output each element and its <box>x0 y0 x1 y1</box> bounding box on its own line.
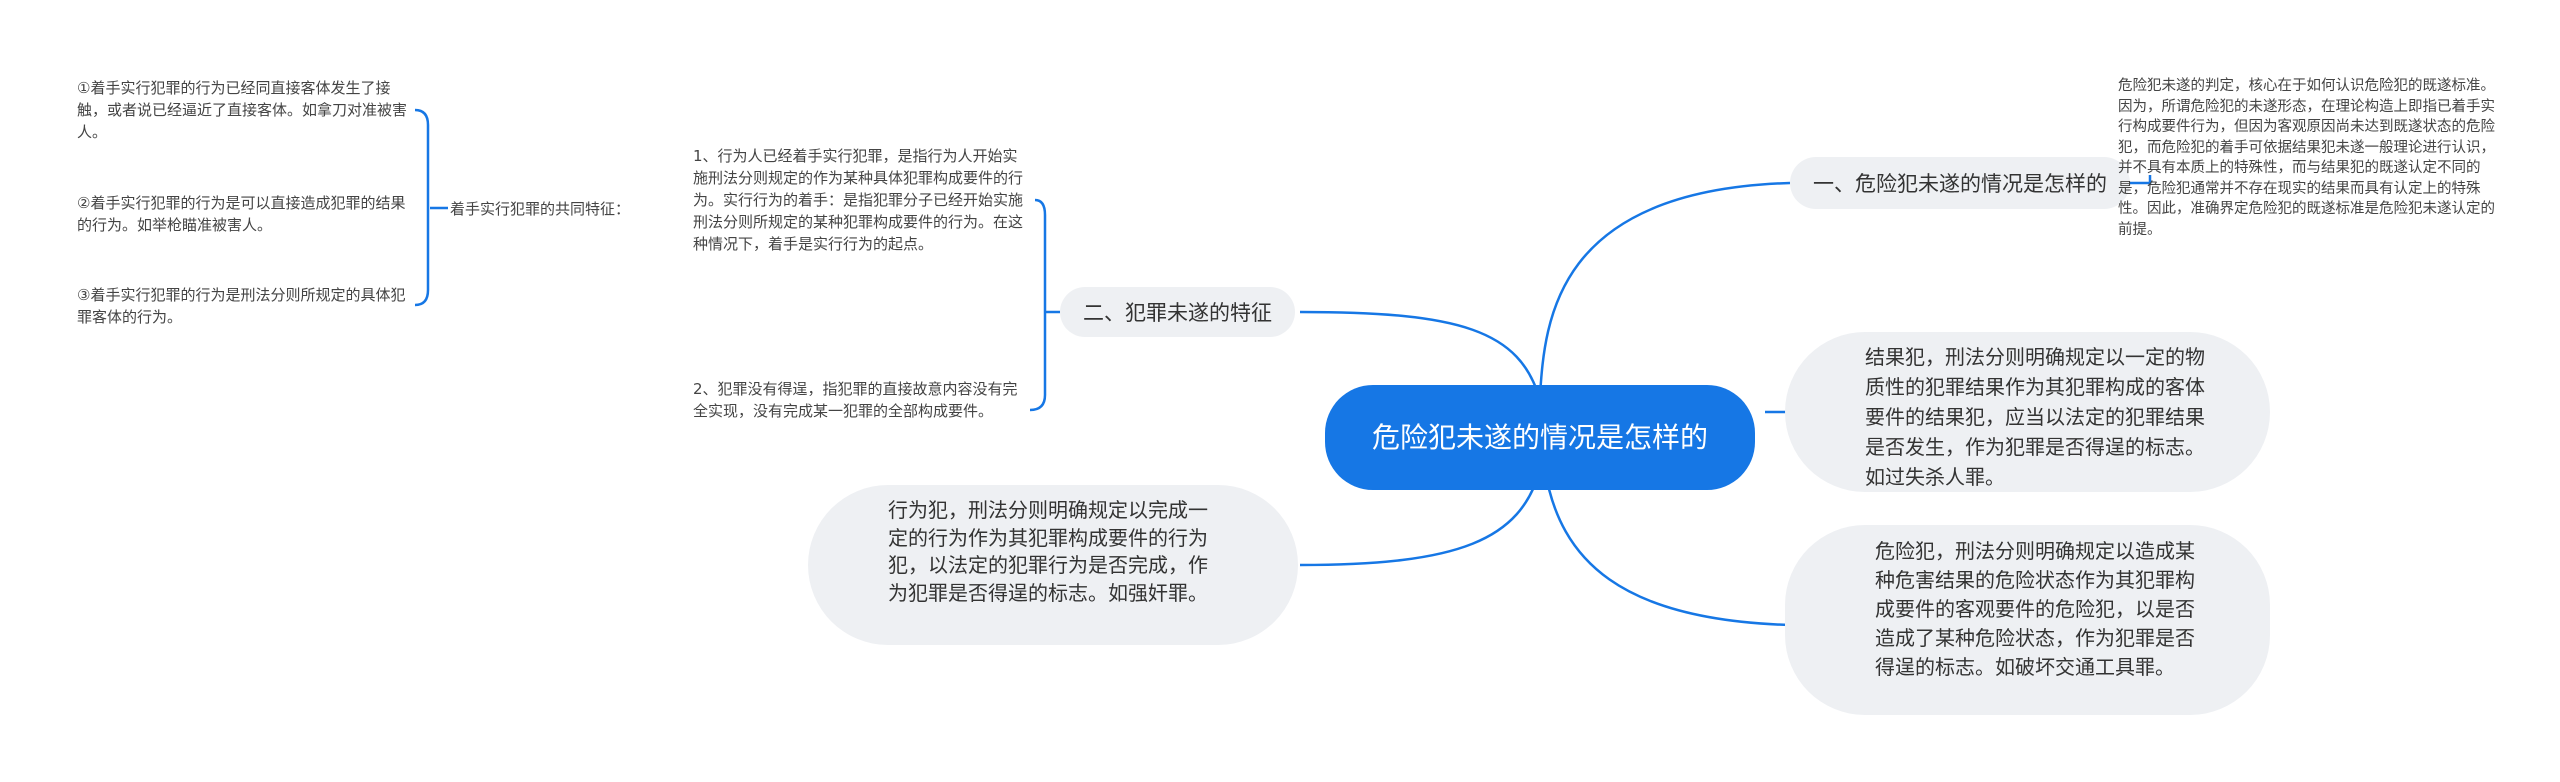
branch-1-label: 一、危险犯未遂的情况是怎样的 <box>1813 172 2107 196</box>
common-features-label: 着手实行犯罪的共同特征： <box>450 200 631 218</box>
conduct-crime-bubble: 行为犯，刑法分则明确规定以完成一定的行为作为其犯罪构成要件的行为犯，以法定的犯罪… <box>808 485 1298 645</box>
danger-crime-bubble: 危险犯，刑法分则明确规定以造成某种危害结果的危险状态作为其犯罪构成要件的客观要件… <box>1785 525 2270 715</box>
branch-1-detail: 危险犯未遂的判定，核心在于如何认识危险犯的既遂标准。因为，所谓危险犯的未遂形态，… <box>2118 78 2495 238</box>
feature-3: ③着手实行犯罪的行为是刑法分则所规定的具体犯罪客体的行为。 <box>77 286 406 326</box>
root-title: 危险犯未遂的情况是怎样的 <box>1371 420 1708 454</box>
branch-2-node[interactable]: 二、犯罪未遂的特征 <box>1060 287 1295 337</box>
branch-2-point-1: 1、行为人已经着手实行犯罪，是指行为人开始实施刑法分则规定的作为某种具体犯罪构成… <box>693 147 1024 253</box>
branch-2-point-2: 2、犯罪没有得逞，指犯罪的直接故意内容没有完全实现，没有完成某一犯罪的全部构成要… <box>693 380 1018 420</box>
branch-2-label: 二、犯罪未遂的特征 <box>1083 301 1272 325</box>
branch-1-node[interactable]: 一、危险犯未遂的情况是怎样的 <box>1790 157 2130 209</box>
root-node[interactable]: 危险犯未遂的情况是怎样的 <box>1325 385 1755 490</box>
feature-1: ①着手实行犯罪的行为已经同直接客体发生了接触，或者说已经逼近了直接客体。如拿刀对… <box>77 79 408 141</box>
result-crime-bubble: 结果犯，刑法分则明确规定以一定的物质性的犯罪结果作为其犯罪构成的客体要件的结果犯… <box>1785 332 2270 492</box>
feature-2: ②着手实行犯罪的行为是可以直接造成犯罪的结果的行为。如举枪瞄准被害人。 <box>77 194 406 234</box>
